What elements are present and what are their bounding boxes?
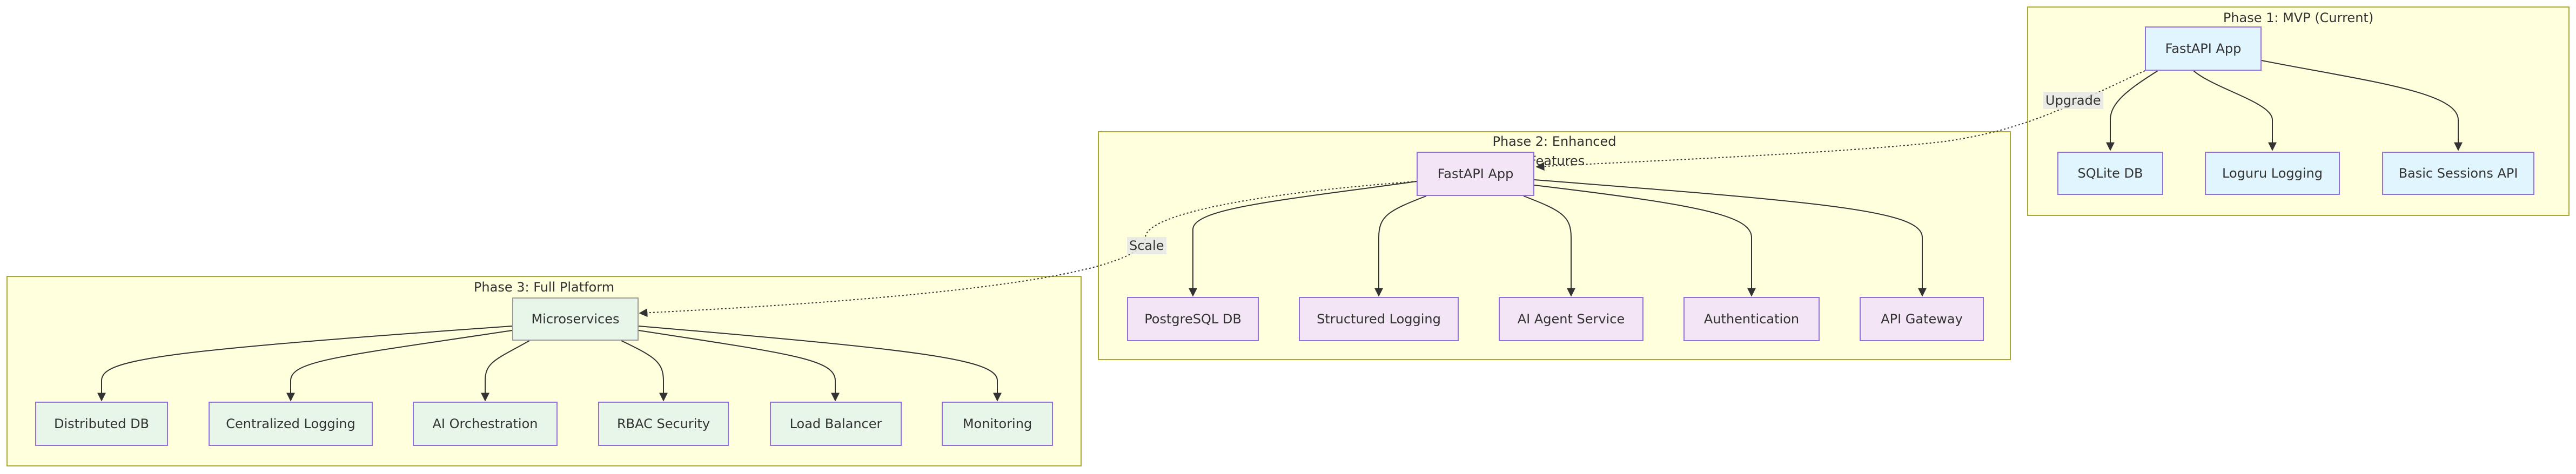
edge-label-upgrade: Upgrade bbox=[2043, 92, 2103, 109]
edge-p3-lb bbox=[638, 330, 840, 402]
phase2-app-node: FastAPI App bbox=[1417, 152, 1534, 196]
edge-p2-agent bbox=[1523, 195, 1575, 297]
edge-p2-logging bbox=[1374, 195, 1427, 297]
phase3-lb-node: Load Balancer bbox=[770, 402, 902, 446]
phase1-sqlite-node: SQLite DB bbox=[2057, 152, 2163, 195]
edge-p3-monitoring bbox=[638, 326, 1002, 402]
phase2-logging-node: Structured Logging bbox=[1299, 297, 1459, 341]
phase3-app-node: Microservices bbox=[512, 297, 639, 341]
edge-p3-rbac bbox=[621, 340, 668, 402]
phase1-sessions-node: Basic Sessions API bbox=[2382, 152, 2534, 195]
edge-p3-ai bbox=[481, 340, 530, 402]
phase1-loguru-node: Loguru Logging bbox=[2205, 152, 2340, 195]
phase2-title: Phase 2: Enhanced bbox=[1099, 133, 2010, 150]
phase2-title-line2: Features bbox=[1529, 153, 1585, 168]
phase3-rbac-node: RBAC Security bbox=[598, 402, 729, 446]
phase1-app-node: FastAPI App bbox=[2145, 26, 2262, 71]
phase3-distdb-node: Distributed DB bbox=[35, 402, 168, 446]
phase2-auth-node: Authentication bbox=[1683, 297, 1820, 341]
edge-p1-sqlite bbox=[2106, 70, 2158, 151]
edge-scale bbox=[639, 181, 1417, 317]
phase3-title: Phase 3: Full Platform bbox=[473, 280, 615, 295]
phase2-gateway-node: API Gateway bbox=[1860, 297, 1984, 341]
phase3-monitoring-node: Monitoring bbox=[942, 402, 1053, 446]
phase3-logging-node: Centralized Logging bbox=[209, 402, 373, 446]
phase2-postgres-node: PostgreSQL DB bbox=[1127, 297, 1259, 341]
edge-upgrade bbox=[1535, 70, 2145, 171]
edge-p1-loguru bbox=[2193, 70, 2277, 151]
phase2-agent-node: AI Agent Service bbox=[1499, 297, 1643, 341]
edge-p2-auth bbox=[1534, 185, 1756, 297]
edge-p2-postgres bbox=[1189, 181, 1417, 297]
phase2-title-line1: Phase 2: Enhanced bbox=[1492, 134, 1616, 149]
edge-label-scale: Scale bbox=[1127, 237, 1166, 254]
edge-p1-sessions bbox=[2261, 60, 2463, 151]
phase1-title: Phase 1: MVP (Current) bbox=[2223, 10, 2374, 25]
phase3-ai-node: AI Orchestration bbox=[413, 402, 558, 446]
edge-p3-distdb bbox=[97, 326, 513, 402]
edge-p2-gateway bbox=[1534, 179, 1927, 297]
edge-p3-logging bbox=[286, 330, 513, 402]
